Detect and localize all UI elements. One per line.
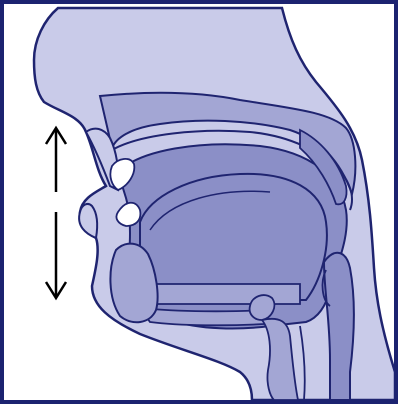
tongue <box>140 174 327 300</box>
hyoid-bone <box>250 295 275 320</box>
mouth-floor <box>150 284 300 304</box>
mouth-floor-lower <box>140 308 264 325</box>
